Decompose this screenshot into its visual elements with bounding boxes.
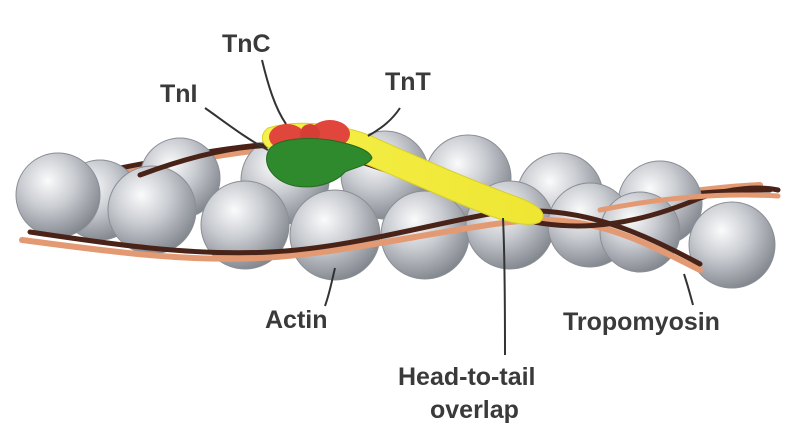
tni-label: TnI	[160, 80, 198, 108]
tnt-label: TnT	[385, 68, 431, 96]
tnc-pointer	[262, 60, 286, 124]
tropomyosin-pointer	[684, 274, 693, 305]
overlap-label-line1: Head-to-tail	[398, 363, 536, 391]
overlap-pointer	[503, 218, 505, 355]
tnc-label: TnC	[222, 30, 271, 58]
actin-label: Actin	[265, 306, 328, 334]
tni-pointer	[205, 108, 268, 150]
tropomyosin-label: Tropomyosin	[563, 308, 720, 336]
overlap-label-line2: overlap	[430, 396, 519, 424]
